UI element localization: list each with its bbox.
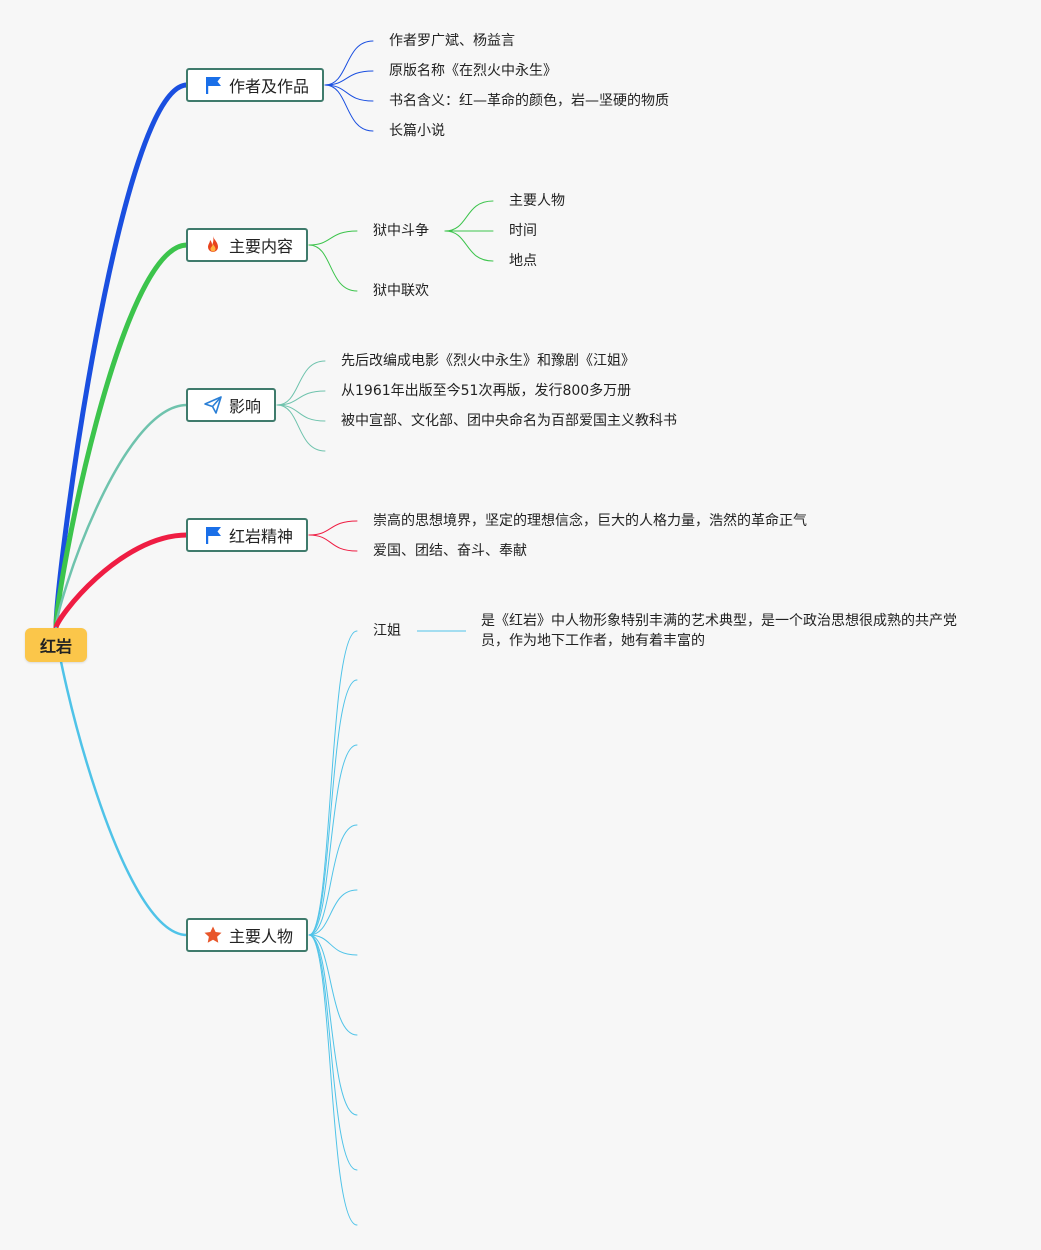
leaf-node[interactable]: 书名含义：红—革命的颜色，岩—坚硬的物质	[389, 93, 669, 109]
leaf-node[interactable]: 爱国、团结、奋斗、奉献	[373, 543, 527, 559]
leaf-node[interactable]: 主要人物	[509, 193, 565, 209]
leaf-connector	[308, 889, 358, 936]
leaf-connector	[324, 84, 374, 132]
leaf-connector	[324, 70, 374, 86]
leaf-connector	[308, 230, 358, 246]
main-branch-connector	[53, 532, 190, 631]
fire-icon	[203, 235, 223, 255]
branch-influence[interactable]: 影响	[186, 388, 277, 422]
leaf-connector	[324, 84, 374, 102]
main-branch-connector	[53, 242, 190, 631]
branch-main-content[interactable]: 主要内容	[186, 228, 309, 262]
leaf-connector	[308, 630, 358, 936]
main-branch-connector	[53, 82, 190, 631]
branch-main-characters[interactable]: 主要人物	[186, 918, 309, 952]
leaf-node[interactable]: 先后改编成电影《烈火中永生》和豫剧《江姐》	[341, 353, 635, 369]
leaf-connector	[308, 934, 358, 1226]
root-topic[interactable]: 红岩	[25, 628, 87, 662]
leaf-connector	[444, 200, 494, 232]
leaf-node[interactable]: 原版名称《在烈火中永生》	[389, 63, 557, 79]
branch-label: 主要内容	[229, 237, 294, 256]
subtopic-node[interactable]: 狱中斗争	[373, 223, 429, 239]
main-branch-connector	[54, 626, 189, 937]
leaf-connector	[308, 934, 358, 1116]
leaf-node[interactable]: 时间	[509, 223, 537, 239]
leaf-connector	[308, 934, 358, 1036]
leaf-node[interactable]: 从1961年出版至今51次再版，发行800多万册	[341, 383, 632, 399]
leaf-connector	[308, 934, 358, 956]
blue-flag-icon	[203, 525, 223, 545]
leaf-connector	[276, 404, 326, 452]
leaf-connector	[276, 360, 326, 406]
root-topic-label: 红岩	[39, 637, 72, 656]
branch-author-works[interactable]: 作者及作品	[186, 68, 325, 102]
star-icon	[203, 925, 223, 945]
subtopic-node-jiangjie[interactable]: 江姐	[373, 623, 401, 639]
leaf-connector	[308, 679, 358, 936]
leaf-connector	[324, 40, 374, 86]
branch-hongyan-spirit[interactable]: 红岩精神	[186, 518, 309, 552]
leaf-node[interactable]: 地点	[509, 253, 537, 269]
leaf-connector	[444, 230, 494, 262]
leaf-connector	[276, 390, 326, 406]
leaf-connector	[308, 744, 358, 936]
leaf-node[interactable]: 崇高的思想境界，坚定的理想信念，巨大的人格力量，浩然的革命正气	[373, 513, 807, 529]
subtopic-node[interactable]: 狱中联欢	[373, 283, 429, 299]
leaf-connector	[308, 534, 358, 552]
branch-label: 影响	[229, 397, 262, 416]
main-branch-connector	[54, 403, 189, 630]
branch-label: 作者及作品	[229, 77, 310, 96]
leaf-connector	[308, 520, 358, 536]
leaf-connector	[276, 404, 326, 422]
leaf-connector	[308, 824, 358, 936]
branch-label: 主要人物	[229, 927, 294, 946]
branch-label: 红岩精神	[229, 527, 294, 546]
paper-plane-icon	[203, 395, 223, 415]
blue-flag-icon	[203, 75, 223, 95]
leaf-connector	[308, 244, 358, 292]
leaf-connector	[308, 934, 358, 1171]
leaf-node[interactable]: 被中宣部、文化部、团中央命名为百部爱国主义教科书	[341, 413, 677, 429]
leaf-node[interactable]: 作者罗广斌、杨益言	[389, 33, 515, 49]
character-description-note: 是《红岩》中人物形象特别丰满的艺术典型，是一个政治思想很成熟的共产党员，作为地下…	[481, 613, 957, 649]
leaf-node[interactable]: 长篇小说	[389, 123, 445, 139]
